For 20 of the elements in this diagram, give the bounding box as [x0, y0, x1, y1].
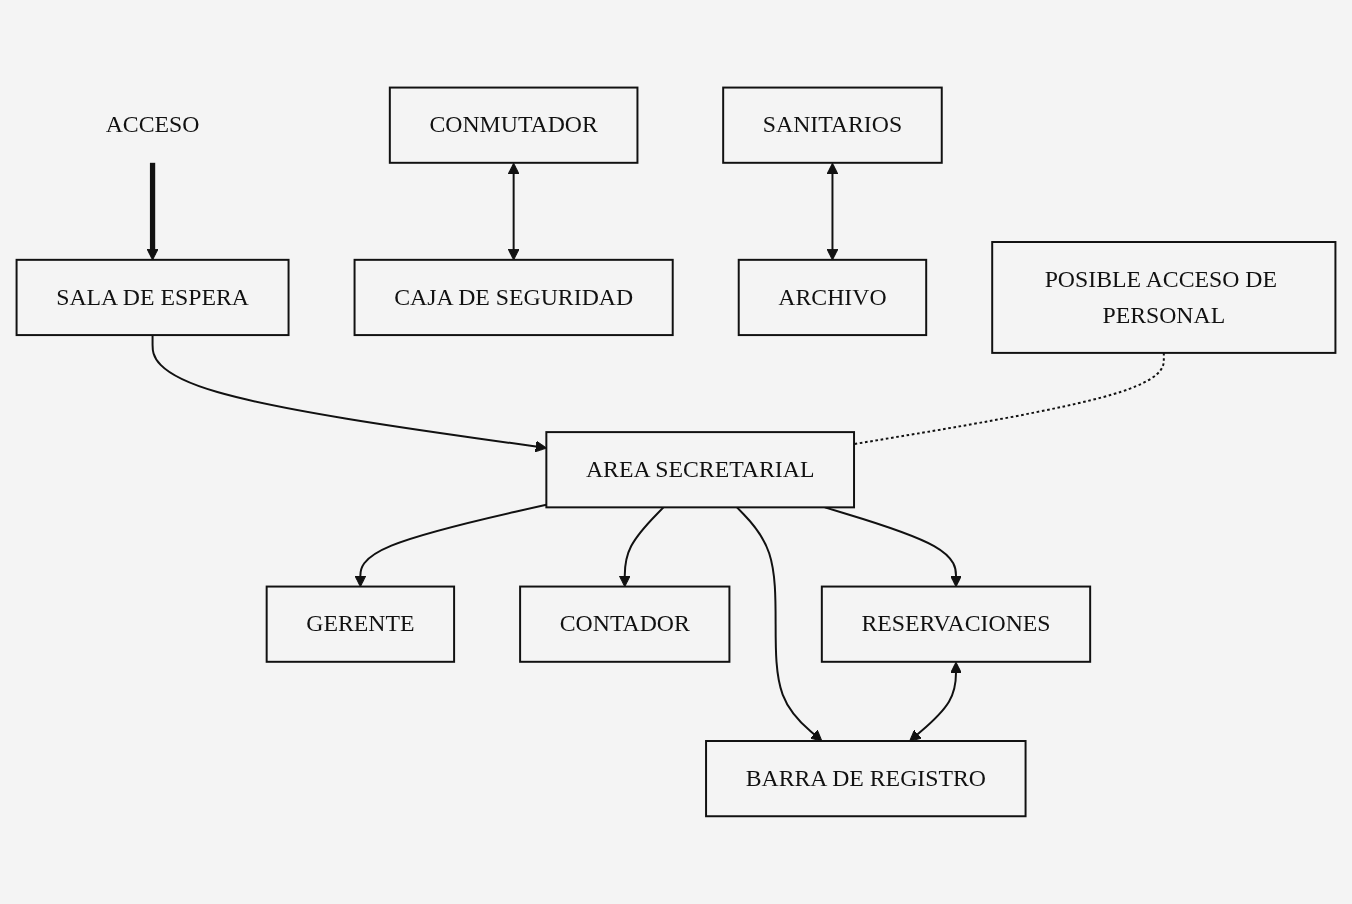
arrow: [735, 506, 823, 742]
arrow: [151, 334, 547, 453]
arrow: [146, 162, 159, 261]
arrow: [826, 162, 839, 261]
node-box: SALA DE ESPERA: [15, 258, 290, 337]
node-text: ACCESO: [105, 111, 200, 138]
arrow: [354, 503, 548, 588]
node-box: GERENTE: [265, 585, 456, 663]
node-box: CONMUTADOR: [388, 86, 639, 164]
arrow: [909, 661, 962, 742]
arrow: [507, 162, 520, 261]
node-box: AREA SECRETARIAL: [545, 431, 856, 509]
arrow: [618, 506, 665, 588]
node-box: SANITARIOS: [722, 86, 943, 164]
node-box: ARCHIVO: [737, 258, 928, 337]
node-box: POSIBLE ACCESO DE PERSONAL: [991, 241, 1337, 354]
node-box: RESERVACIONES: [820, 585, 1092, 663]
node-box: BARRA DE REGISTRO: [705, 740, 1027, 818]
node-box: CAJA DE SEGURIDAD: [353, 258, 674, 337]
node-box: CONTADOR: [519, 585, 731, 663]
